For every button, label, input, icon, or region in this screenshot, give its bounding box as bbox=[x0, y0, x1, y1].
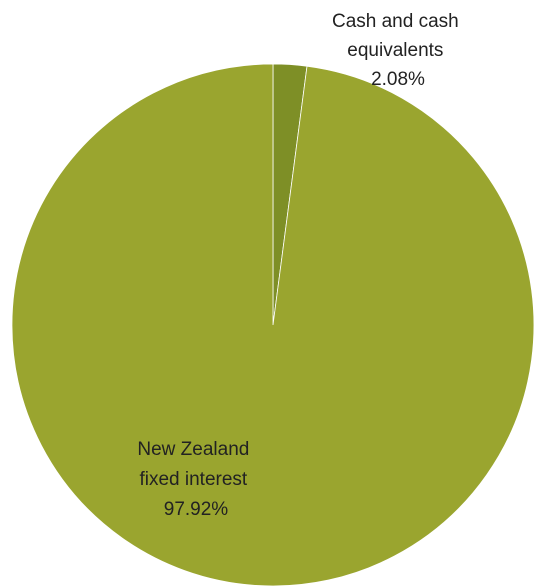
slice-value-cash: 2.08% bbox=[371, 69, 425, 90]
slice-value-nz: 97.92% bbox=[164, 499, 229, 520]
pie-slices bbox=[11, 63, 534, 587]
slice-label-cash: Cash and cash equivalents 2.08% bbox=[332, 11, 464, 90]
slice-label-nz-line-2: fixed interest bbox=[139, 469, 247, 490]
slice-label-nz-fixed-interest: New Zealand fixed interest 97.92% bbox=[137, 439, 254, 520]
slice-label-cash-line-1: Cash and cash bbox=[332, 11, 459, 32]
slice-label-cash-line-2: equivalents bbox=[347, 40, 443, 61]
slice-label-nz-line-1: New Zealand bbox=[137, 439, 249, 460]
pie-slice-nz-fixed-interest bbox=[11, 63, 534, 587]
